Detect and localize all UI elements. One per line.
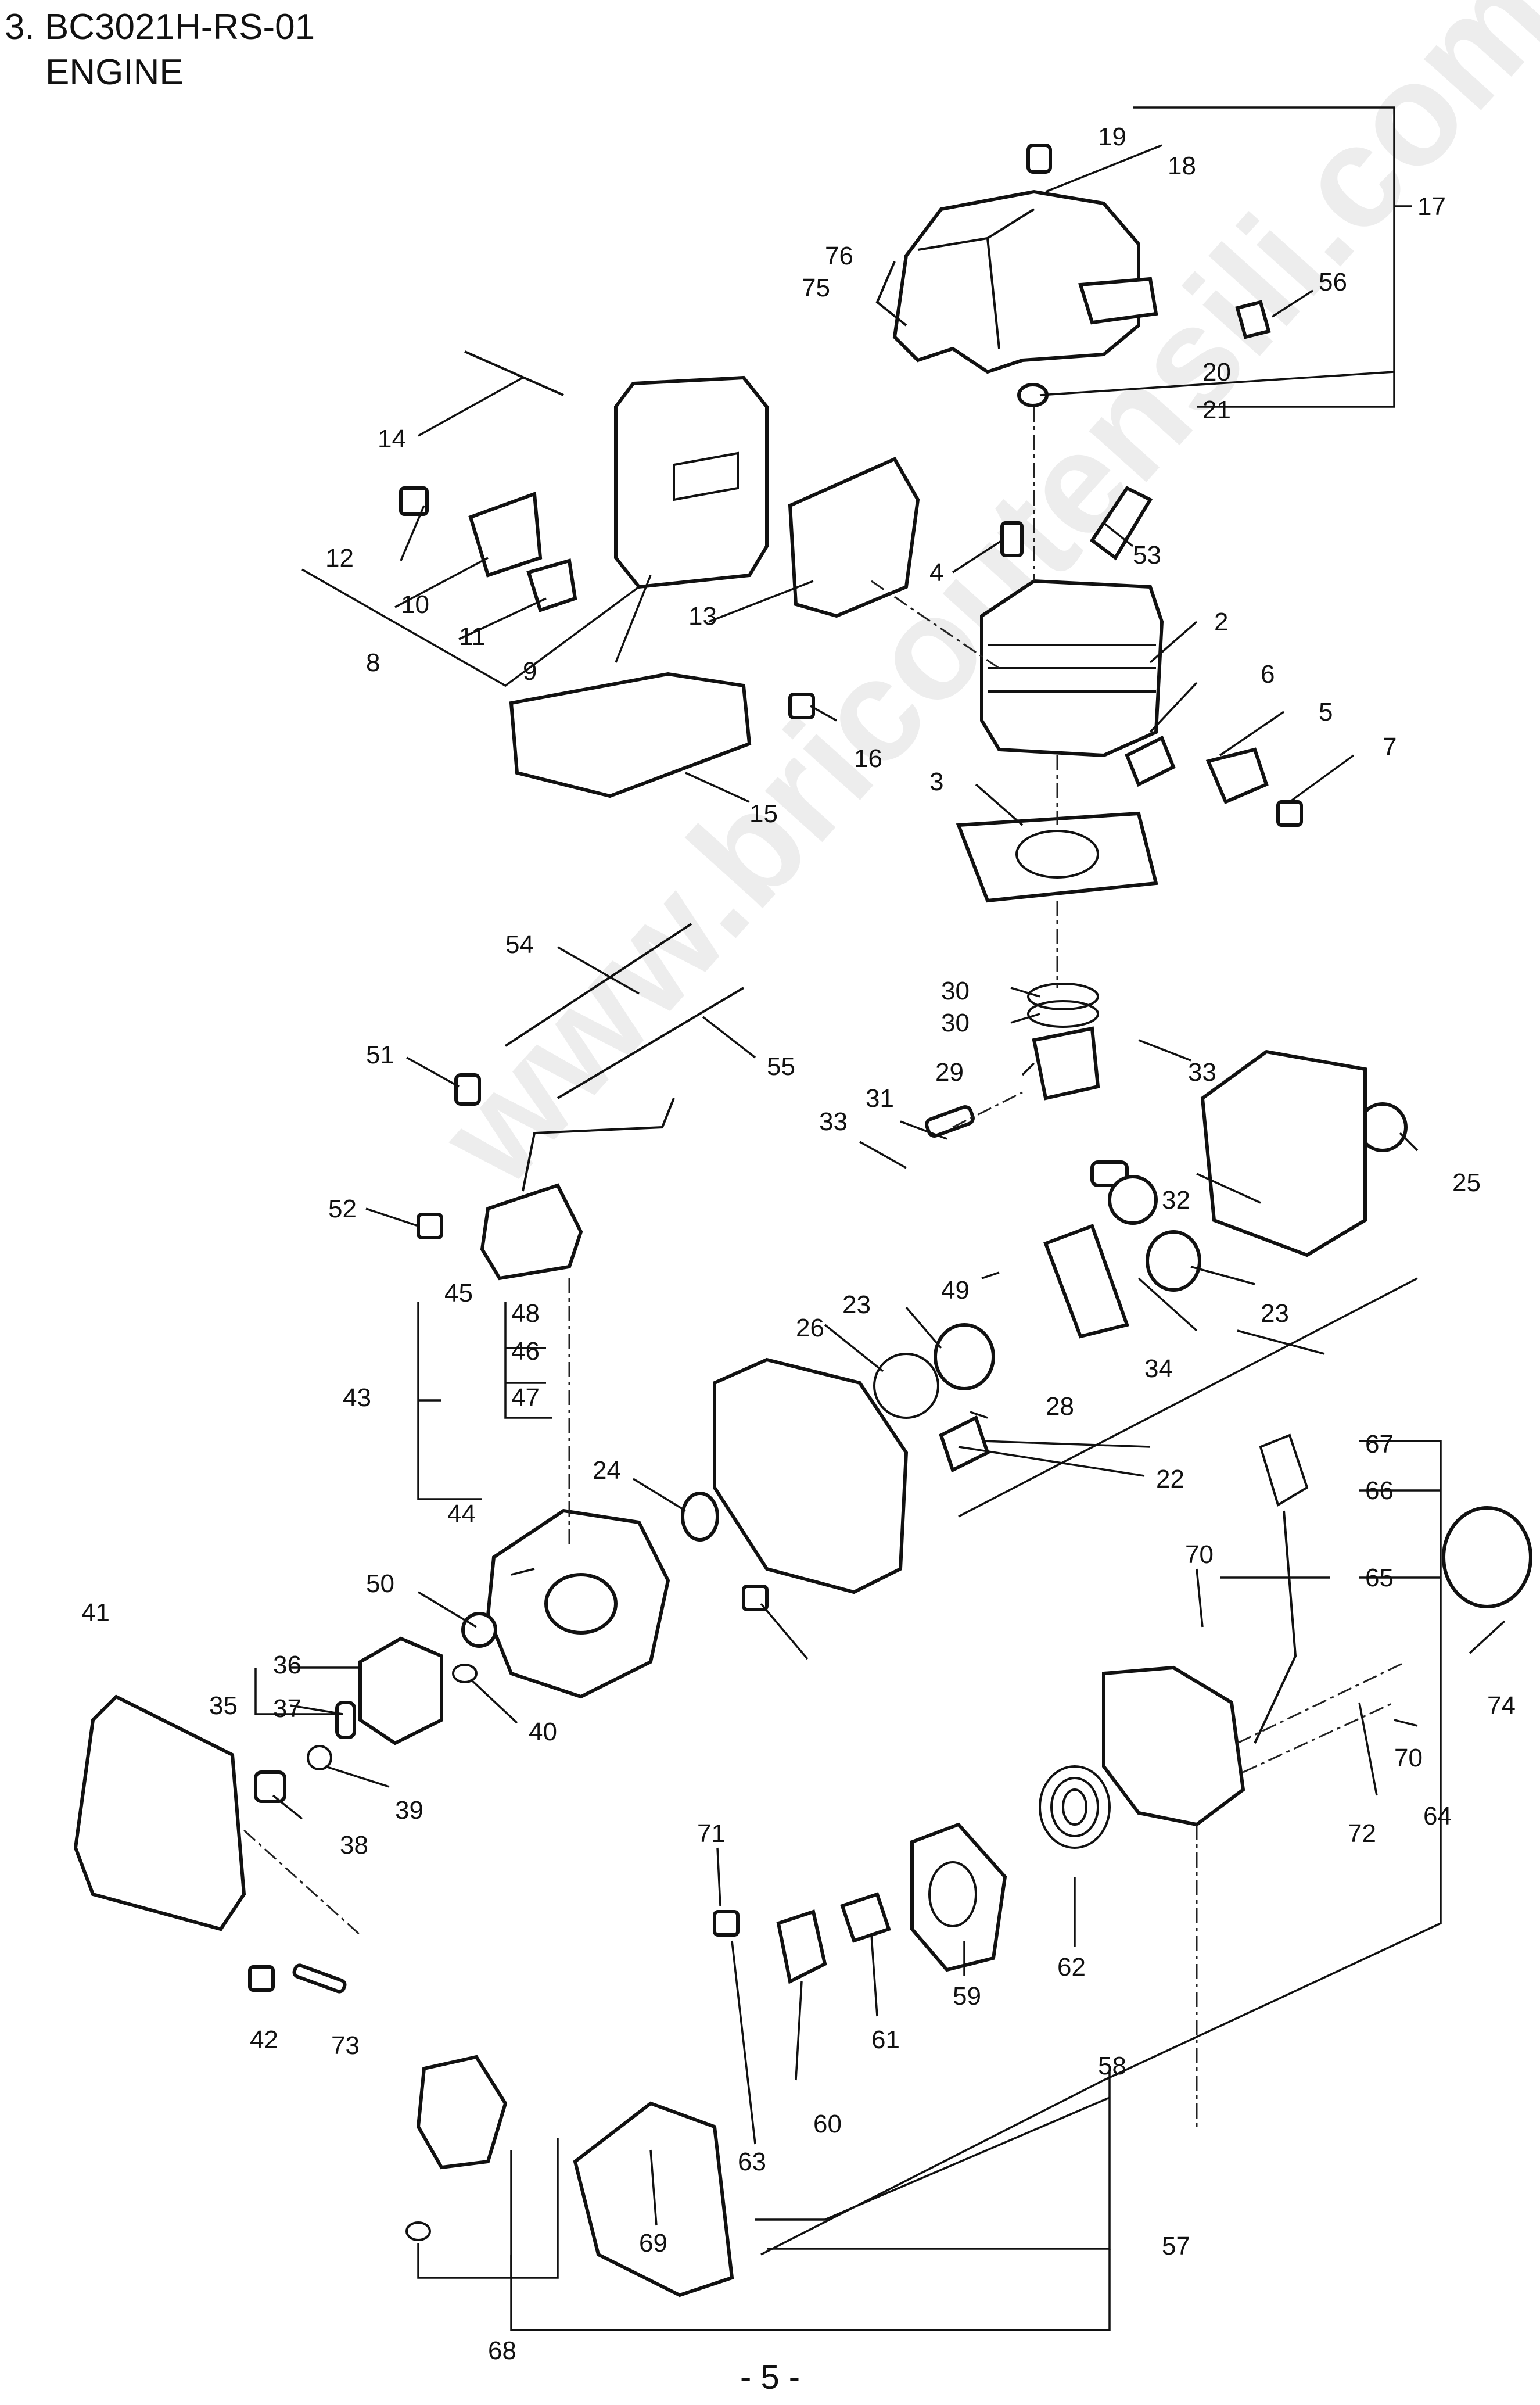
- callout-30-upper: 30: [941, 977, 970, 1005]
- ignition-assembly: [417, 923, 745, 1281]
- callout-24: 24: [593, 1456, 621, 1485]
- callout-23-right: 23: [1261, 1299, 1289, 1328]
- callout-52: 52: [328, 1195, 357, 1223]
- callout-46: 46: [511, 1337, 540, 1365]
- assembly-guide-lines: [243, 407, 1406, 2127]
- recoil-starter-assembly: [405, 1433, 1532, 2298]
- callout-38: 38: [340, 1831, 368, 1859]
- callout-39: 39: [395, 1796, 423, 1825]
- callout-59: 59: [953, 1982, 981, 2010]
- callout-41: 41: [81, 1598, 110, 1627]
- callout-12: 12: [325, 544, 354, 572]
- callout-71: 71: [697, 1819, 726, 1848]
- callout-58: 58: [1098, 2052, 1126, 2080]
- callout-68: 68: [488, 2336, 516, 2365]
- callout-66: 66: [1365, 1476, 1394, 1505]
- callout-54: 54: [505, 930, 534, 959]
- callout-34: 34: [1144, 1354, 1173, 1383]
- callout-42: 42: [250, 2026, 278, 2054]
- callout-23-left: 23: [842, 1291, 871, 1319]
- page-number: - 5 -: [740, 2359, 800, 2396]
- callout-14: 14: [378, 425, 406, 453]
- engine-cover: [875, 144, 1271, 407]
- callout-57: 57: [1162, 2232, 1190, 2260]
- callout-6: 6: [1261, 660, 1275, 689]
- callout-33-left: 33: [819, 1107, 848, 1136]
- callout-48: 48: [511, 1299, 540, 1328]
- callout-22: 22: [1156, 1465, 1184, 1493]
- callout-numbers: 19 18 17 76 75 56 20 21 14 53 12 4 10 11…: [81, 123, 1516, 2365]
- callout-64: 64: [1423, 1802, 1452, 1830]
- callout-67: 67: [1365, 1430, 1394, 1458]
- callout-3: 3: [929, 768, 943, 796]
- cylinder-assembly: [956, 486, 1303, 903]
- callout-44: 44: [447, 1500, 476, 1528]
- callout-53: 53: [1133, 541, 1161, 569]
- callout-8: 8: [366, 648, 380, 677]
- callout-69: 69: [639, 2229, 667, 2257]
- callout-50: 50: [366, 1569, 394, 1598]
- muffler-assembly: [399, 350, 920, 798]
- callout-5: 5: [1319, 698, 1333, 726]
- callout-37: 37: [273, 1694, 301, 1723]
- callout-73: 73: [331, 2031, 360, 2060]
- callout-9: 9: [523, 657, 537, 686]
- callout-47: 47: [511, 1383, 540, 1412]
- callout-4: 4: [929, 558, 943, 587]
- callout-19: 19: [1098, 123, 1126, 151]
- diagram-title: 3. BC3021H-RS-01: [5, 7, 315, 47]
- callout-31: 31: [866, 1084, 894, 1113]
- callout-75: 75: [802, 274, 830, 302]
- callout-36: 36: [273, 1651, 301, 1679]
- callout-60: 60: [813, 2110, 842, 2138]
- callout-28: 28: [1046, 1392, 1074, 1421]
- callout-10: 10: [401, 590, 429, 619]
- callout-63: 63: [738, 2148, 766, 2176]
- page-header: 3. BC3021H-RS-01 ENGINE: [5, 5, 315, 95]
- callout-16: 16: [854, 744, 882, 773]
- callout-55: 55: [767, 1052, 795, 1081]
- callout-61: 61: [871, 2026, 900, 2054]
- callout-72: 72: [1348, 1819, 1376, 1848]
- callout-74: 74: [1487, 1691, 1516, 1720]
- callout-13: 13: [688, 602, 717, 630]
- callout-32: 32: [1162, 1186, 1190, 1214]
- callout-26: 26: [796, 1314, 824, 1342]
- callout-18: 18: [1168, 152, 1196, 180]
- callout-70-lower: 70: [1394, 1744, 1423, 1772]
- callout-76: 76: [825, 242, 853, 270]
- crankcase: [681, 1357, 909, 1611]
- callout-30-lower: 30: [941, 1009, 970, 1037]
- callout-51: 51: [366, 1041, 394, 1069]
- callout-49: 49: [941, 1276, 970, 1304]
- callout-35: 35: [209, 1691, 238, 1720]
- callout-40: 40: [529, 1718, 557, 1746]
- callout-56: 56: [1319, 268, 1347, 296]
- callout-45: 45: [444, 1279, 473, 1307]
- callout-29: 29: [935, 1058, 964, 1087]
- diagram-subtitle: ENGINE: [45, 52, 184, 92]
- callout-20: 20: [1202, 358, 1231, 386]
- callout-25: 25: [1452, 1169, 1481, 1197]
- flywheel-clutch-assembly: [73, 1508, 670, 1994]
- piston-crank-assembly: [873, 983, 1408, 1473]
- callout-70-upper: 70: [1185, 1540, 1214, 1569]
- leader-lines: [254, 106, 1506, 2331]
- callout-65: 65: [1365, 1564, 1394, 1592]
- callout-43: 43: [343, 1383, 371, 1412]
- callout-7: 7: [1383, 733, 1397, 761]
- callout-17: 17: [1417, 192, 1446, 221]
- callout-11: 11: [459, 622, 486, 651]
- callout-21: 21: [1202, 396, 1231, 424]
- callout-62: 62: [1057, 1953, 1086, 1981]
- callout-2: 2: [1214, 608, 1228, 636]
- callout-33-right: 33: [1188, 1058, 1216, 1087]
- callout-15: 15: [749, 800, 778, 828]
